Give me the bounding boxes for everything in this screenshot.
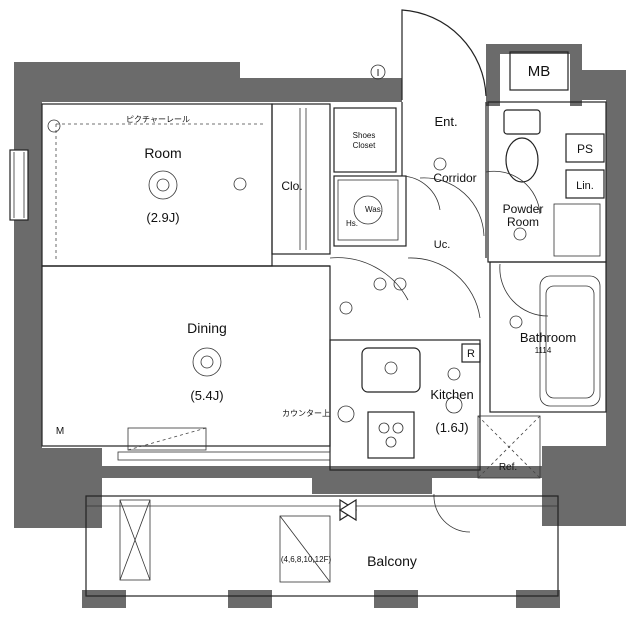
light-fixtures — [47, 64, 527, 423]
ent-label: Ent. — [434, 114, 457, 129]
dining-size: (5.4J) — [190, 388, 223, 403]
labels: MB PS Lin. Ent. Shoes Closet Corridor Ro… — [56, 63, 594, 569]
m-mark: M — [56, 426, 64, 437]
ps-label: PS — [577, 142, 593, 156]
counter-label: カウンター上 — [282, 409, 330, 418]
balcony — [85, 495, 559, 597]
refrigerator-label: Ref. — [499, 462, 517, 473]
closet-label: Clo. — [281, 179, 302, 193]
shoes-closet-label-2: Closet — [353, 141, 376, 150]
room-size: (2.9J) — [146, 210, 179, 225]
kitchen-size: (1.6J) — [435, 420, 468, 435]
lin-label: Lin. — [576, 180, 594, 192]
room-label: Room — [144, 145, 181, 161]
picture-rail-label: ピクチャーレール — [126, 115, 190, 124]
i-mark: I — [377, 68, 380, 79]
doors — [329, 9, 549, 533]
washer-label: Was. — [365, 205, 383, 214]
heater-label: Hs. — [346, 219, 358, 228]
shoes-closet-label-1: Shoes — [353, 131, 376, 140]
powder-room-label-1: Powder — [503, 202, 544, 216]
powder-room-label-2: Room — [507, 215, 539, 229]
bathroom-size: 1114 — [535, 346, 552, 355]
bathroom-label: Bathroom — [520, 330, 576, 345]
kitchen-label: Kitchen — [430, 387, 473, 402]
dining-label: Dining — [187, 320, 227, 336]
under-counter-label: Uc. — [434, 239, 451, 251]
exterior-walls — [14, 44, 626, 608]
r-mark: R — [467, 348, 475, 360]
corridor-label: Corridor — [433, 171, 476, 185]
mb-label: MB — [528, 63, 551, 80]
interior-lines — [9, 51, 607, 479]
floors-label: (4,6,8,10,12F) — [281, 555, 332, 564]
balcony-label: Balcony — [367, 553, 417, 569]
